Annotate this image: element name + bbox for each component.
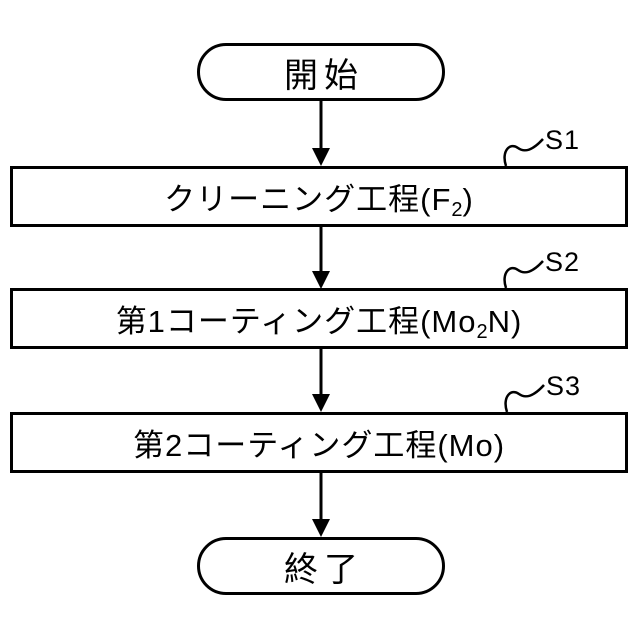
leader-squiggle-s2 xyxy=(503,260,544,289)
arrow-head-start-to-s1 xyxy=(312,148,330,166)
arrow-head-s3-to-end xyxy=(312,519,330,537)
arrow-head-s2-to-s3 xyxy=(312,394,330,412)
start-terminal: 開始 xyxy=(197,43,445,101)
step-tag-s3: S3 xyxy=(546,371,582,401)
start-terminal-label: 開始 xyxy=(284,56,364,95)
leader-squiggle-s1 xyxy=(503,138,544,167)
process-s1-label: クリーニング工程(F2) xyxy=(164,182,474,221)
end-terminal-label: 終了 xyxy=(284,550,364,589)
process-box-s3: 第2コーティング工程(Mo) xyxy=(10,412,628,473)
process-s3-label: 第2コーティング工程(Mo) xyxy=(132,428,506,463)
process-s2-label: 第1コーティング工程(Mo2N) xyxy=(115,304,523,343)
process-s1-subscript: 2 xyxy=(451,199,463,221)
process-box-s1: クリーニング工程(F2) xyxy=(10,166,628,227)
arrow-head-s1-to-s2 xyxy=(312,271,330,289)
process-s2-subscript: 2 xyxy=(476,321,488,343)
leader-squiggle-s3 xyxy=(504,384,545,413)
step-tag-s2: S2 xyxy=(545,247,581,277)
step-tag-s1: S1 xyxy=(545,125,581,155)
end-terminal: 終了 xyxy=(197,537,445,595)
process-box-s2: 第1コーティング工程(Mo2N) xyxy=(10,288,628,349)
